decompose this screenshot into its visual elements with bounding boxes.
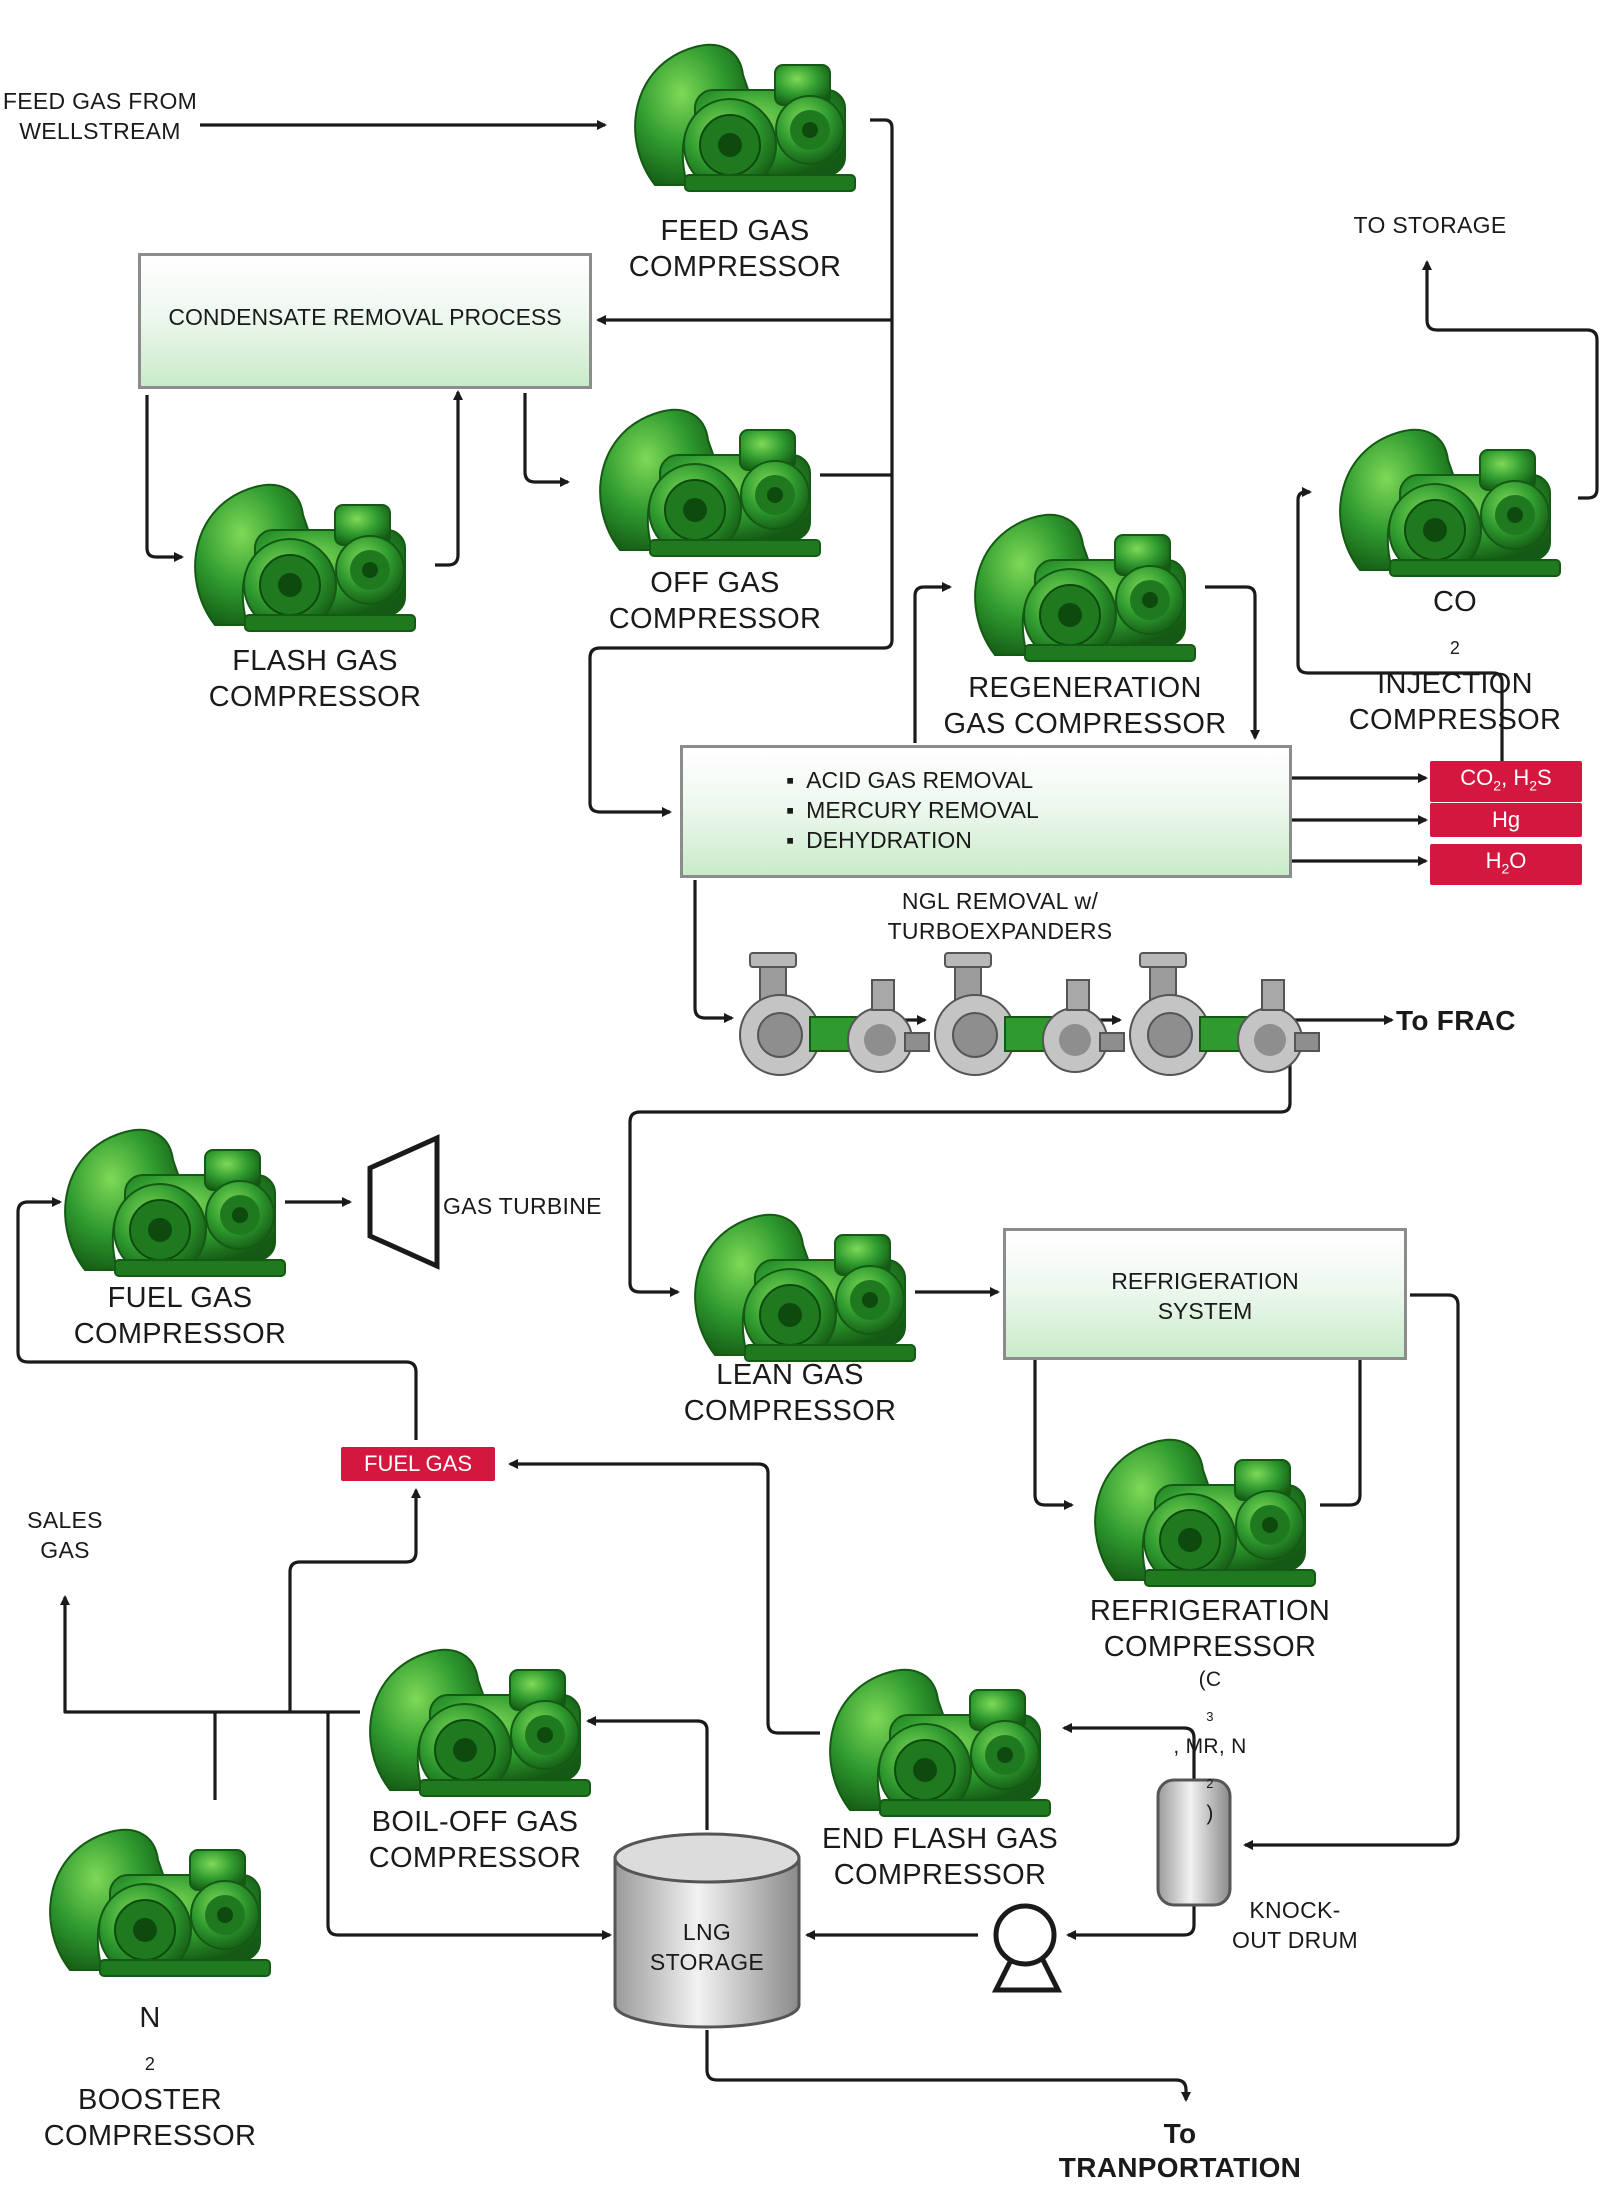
regen-to-treatment-line xyxy=(1205,585,1260,740)
boiloff-header-line xyxy=(60,1595,360,1714)
condensate-to-offgas-line xyxy=(523,393,570,487)
flow-lines xyxy=(16,118,1599,2102)
pump-icon xyxy=(991,1903,1063,1993)
drum-to-endflash-line xyxy=(1062,1723,1196,1780)
hg-tag: Hg xyxy=(1430,803,1582,837)
treatment-to-ngl-line xyxy=(693,880,734,1023)
treatment-item-mercury: MERCURY REMOVAL xyxy=(786,795,1039,825)
refrig-to-drum-line xyxy=(1243,1293,1460,1850)
h2o-tag: H2O xyxy=(1430,844,1582,886)
flash-to-condensate-line xyxy=(435,390,463,567)
ngl-removal-label: NGL REMOVAL w/TURBOEXPANDERS xyxy=(887,888,1113,944)
turboexpander-icon-2 xyxy=(934,952,1125,1076)
gas-turbine-icon xyxy=(367,1134,440,1270)
lean-gas-compressor-icon xyxy=(694,1213,916,1362)
treatment-item-acid-gas: ACID GAS REMOVAL xyxy=(786,765,1039,795)
off-gas-compressor-icon xyxy=(599,408,821,557)
refrigeration-system-label: REFRIGERATION SYSTEM xyxy=(1111,1268,1299,1324)
treatment-items: ACID GAS REMOVAL MERCURY REMOVAL DEHYDRA… xyxy=(786,765,1039,855)
flash-gas-compressor-icon xyxy=(194,483,416,632)
refrig-to-refcomp-line xyxy=(1033,1360,1074,1510)
injection-to-storage-line xyxy=(1422,260,1599,500)
co2-injection-compressor-icon xyxy=(1339,428,1561,577)
knock-out-drum-label: KNOCK-OUT DRUM xyxy=(1232,1897,1358,1953)
fuelgas-to-fuelcomp-line xyxy=(16,1197,418,1440)
header-to-fuelgas-line xyxy=(288,1488,421,1712)
gas-turbine-label: GAS TURBINE xyxy=(443,1193,602,1219)
feed-comp-outlet-line xyxy=(588,118,894,817)
treatment-item-dehydration: DEHYDRATION xyxy=(786,825,1039,855)
n2-booster-compressor-icon xyxy=(49,1828,271,1977)
knock-out-drum-icon xyxy=(1156,1778,1232,1907)
lng-to-boiloff-line xyxy=(586,1716,709,1830)
refrigeration-compressor-icon xyxy=(1094,1438,1316,1587)
condensate-removal-box xyxy=(138,253,592,389)
endflash-to-fuelgas-line xyxy=(508,1459,820,1735)
treatment-to-regen-line xyxy=(913,582,952,743)
feed-gas-compressor-icon xyxy=(634,43,856,192)
co2-to-injection-line xyxy=(1296,487,1504,765)
drum-to-pump-line xyxy=(1066,1905,1196,1940)
turboexpander-icon-3 xyxy=(1129,952,1320,1076)
to-storage-label: TO STORAGE xyxy=(1353,212,1507,238)
lng-tank-icon xyxy=(613,1832,801,2029)
end-flash-compressor-icon xyxy=(829,1668,1051,1817)
lng-to-transport-line xyxy=(705,2030,1191,2102)
turboexpander-icon-1 xyxy=(739,952,930,1076)
refrigeration-system-box xyxy=(1003,1228,1407,1360)
header-to-lng-line xyxy=(326,1712,612,1940)
fuel-gas-tag: FUEL GAS xyxy=(341,1447,495,1481)
to-frac-label: To FRAC xyxy=(1396,1005,1516,1036)
condensate-to-flash-line xyxy=(145,395,184,562)
condensate-removal-label: CONDENSATE REMOVAL PROCESS xyxy=(168,304,562,330)
co2-h2s-tag: CO2, H2S xyxy=(1430,761,1582,803)
boil-off-compressor-icon xyxy=(369,1648,591,1797)
fuel-gas-compressor-icon xyxy=(64,1128,286,1277)
regeneration-compressor-icon xyxy=(974,513,1196,662)
ngl-to-lean-line xyxy=(628,1020,1292,1297)
refcomp-to-refrig-line xyxy=(1320,1320,1365,1507)
